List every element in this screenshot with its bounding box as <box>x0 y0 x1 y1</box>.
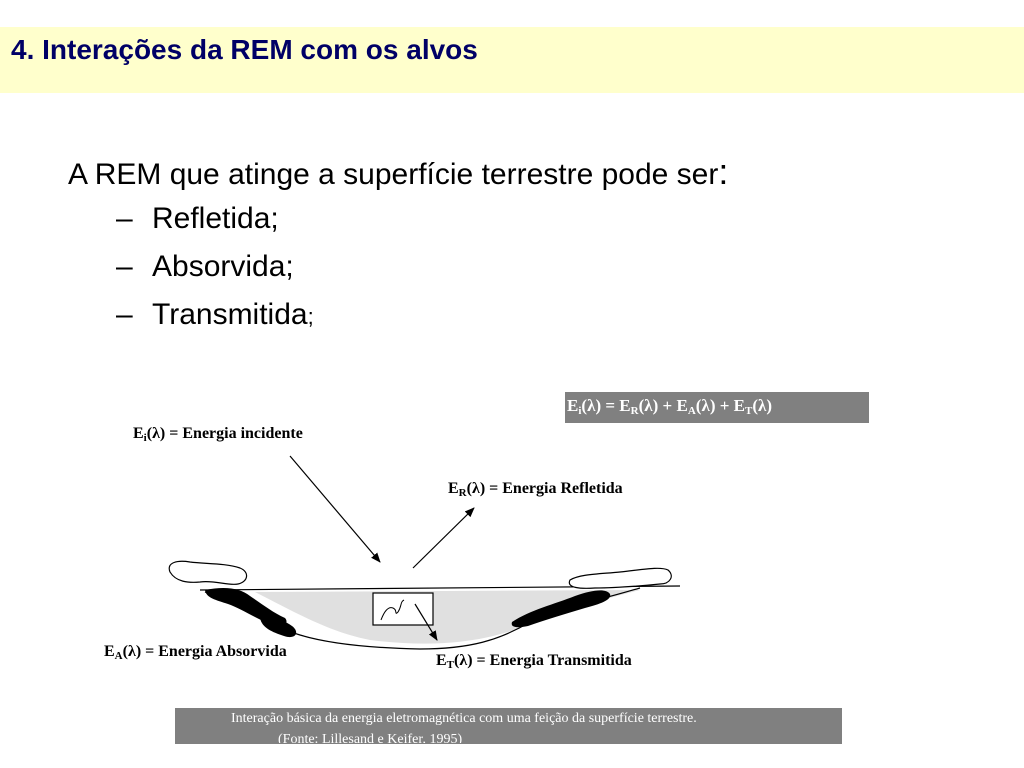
water-body <box>255 590 640 644</box>
bullet-lead-colon: : <box>718 151 729 192</box>
slide-title: 4. Interações da REM com os alvos <box>11 34 478 65</box>
right-land <box>568 567 672 589</box>
bullet-lead: A REM que atinge a superfície terrestre … <box>68 152 728 195</box>
label-incident-energy: Ei(λ) = Energia incidente <box>133 425 303 444</box>
bullet-item-refletida: –Refletida; <box>116 195 728 243</box>
bullet-text: Absorvida; <box>152 250 294 283</box>
bullet-lead-text: A REM que atinge a superfície terrestre … <box>68 158 719 191</box>
bullet-dash: – <box>116 250 133 283</box>
bullet-text: Transmitida <box>152 298 308 331</box>
label-absorbed-energy: EA(λ) = Energia Absorvida <box>104 643 287 662</box>
bullet-suffix: ; <box>307 304 314 329</box>
bullet-item-transmitida: –Transmitida; <box>116 291 728 341</box>
caption-line-2: (Fonte: Lillesand e Keifer, 1995) <box>278 732 463 747</box>
bullet-list: A REM que atinge a superfície terrestre … <box>68 152 728 341</box>
interaction-box <box>372 592 434 626</box>
energy-balance-equation: Ei(λ) = ER(λ) + EA(λ) + ET(λ) <box>567 396 773 417</box>
bullet-dash: – <box>116 202 133 235</box>
title-bar <box>0 27 1024 93</box>
bullet-dash: – <box>116 298 133 331</box>
caption-box <box>175 708 842 744</box>
bullet-text: Refletida; <box>152 202 279 235</box>
bullet-item-absorvida: –Absorvida; <box>116 243 728 291</box>
equation-box <box>565 392 869 423</box>
left-dark-bank <box>205 588 287 626</box>
caption-line-1: Interação básica da energia eletromagnét… <box>231 711 697 726</box>
label-reflected-energy: ER(λ) = Energia Refletida <box>448 480 623 499</box>
transmitted-arrow <box>414 603 438 641</box>
left-land <box>168 560 248 586</box>
right-dark-bank <box>511 590 611 628</box>
left-dark-bank-lower <box>260 617 297 638</box>
reflected-arrow <box>412 507 475 569</box>
incident-arrow <box>289 455 381 563</box>
label-transmitted-energy: ET(λ) = Energia Transmitida <box>436 652 632 671</box>
interaction-squiggle <box>380 599 405 621</box>
